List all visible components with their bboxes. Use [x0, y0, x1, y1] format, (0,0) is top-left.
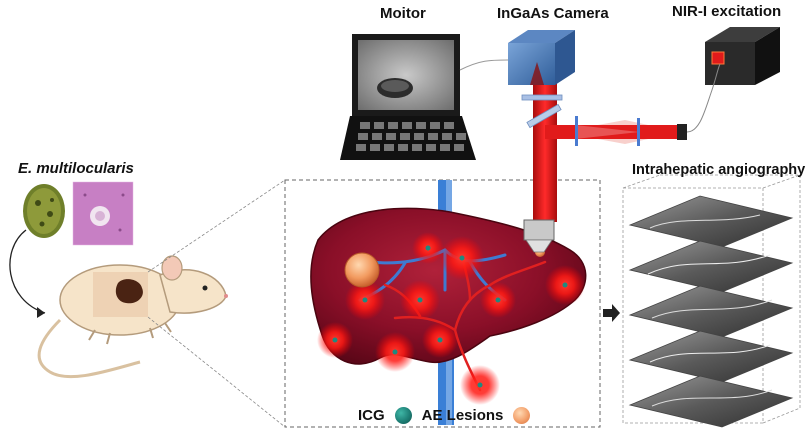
ae-lesion-dot-icon — [513, 406, 531, 424]
histology-image — [72, 181, 134, 246]
legend-ae-label: AE Lesions — [421, 406, 504, 424]
slice-5 — [628, 375, 794, 428]
monitor-device — [340, 34, 476, 160]
slice-1 — [628, 195, 794, 248]
zoom-lines — [147, 179, 286, 428]
fiber-cable — [686, 63, 721, 133]
laser-beam-horizontal — [545, 125, 685, 139]
dichroic-mirror — [526, 103, 562, 129]
angiography-stack — [622, 174, 801, 428]
ingaas-camera — [508, 30, 575, 85]
infection-arrow — [9, 229, 46, 314]
output-arrow — [603, 304, 620, 322]
icg-dot-icon — [394, 406, 412, 424]
lens-2 — [637, 118, 640, 146]
mouse-illustration — [37, 255, 228, 379]
slice-3 — [628, 285, 794, 338]
camera-label: InGaAs Camera — [497, 5, 609, 22]
fiber-collimator — [677, 124, 687, 140]
monitor-label: Moitor — [380, 5, 426, 22]
legend-icg-label: ICG — [358, 406, 385, 424]
slice-2 — [628, 240, 794, 293]
camera-cable — [459, 59, 509, 71]
parasite-image — [23, 184, 65, 238]
laser-beam-vertical — [533, 82, 557, 222]
species-label: E. multilocularis — [18, 160, 134, 177]
slice-4 — [628, 330, 794, 383]
nir-excitation-source — [705, 27, 780, 85]
lens-1 — [575, 116, 578, 146]
angiography-label: Intrahepatic angiography — [632, 162, 806, 178]
nir-excitation-label: NIR-I excitation — [672, 3, 782, 20]
filter — [521, 94, 563, 101]
liver-illustration — [310, 207, 587, 405]
objective-lens — [523, 219, 555, 241]
legend: ICG AE Lesions — [358, 404, 540, 426]
